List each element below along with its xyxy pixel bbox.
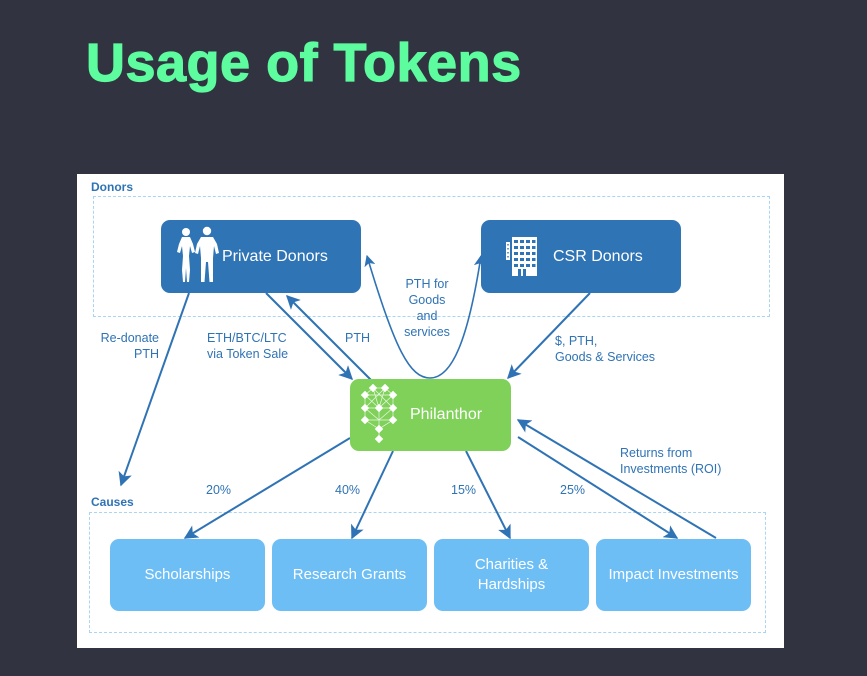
edge-label-research-share: 40% <box>335 483 361 497</box>
causes-group-label: Causes <box>91 495 134 509</box>
building-icon <box>506 237 537 276</box>
impact-investments-label: Impact Investments <box>608 566 739 583</box>
edge-label-impact-share: 25% <box>560 483 586 497</box>
donors-group-label: Donors <box>91 180 133 194</box>
slide-title: Usage of Tokens <box>85 32 522 93</box>
edge-label-charities-share: 15% <box>451 483 477 497</box>
charities-label-line2: Hardships <box>477 576 546 593</box>
csr-donors-label: CSR Donors <box>553 247 643 265</box>
private-donors-label: Private Donors <box>222 247 328 265</box>
node-scholarships[interactable]: Scholarships <box>110 539 265 611</box>
edge-label-pth: PTH <box>345 331 370 345</box>
scholarships-label: Scholarships <box>144 566 231 583</box>
node-csr-donors[interactable]: CSR Donors <box>481 220 681 293</box>
node-charities-hardships[interactable]: Charities & Hardships <box>434 539 589 611</box>
philanthor-label: Philanthor <box>410 406 483 423</box>
charities-label-line1: Charities & <box>474 556 549 573</box>
node-private-donors[interactable]: Private Donors <box>161 220 361 293</box>
edge-label-token-sale: ETH/BTC/LTC via Token Sale <box>207 331 289 361</box>
people-icon <box>177 226 219 282</box>
node-research-grants[interactable]: Research Grants <box>272 539 427 611</box>
edge-label-redonate: Re-donate PTH <box>100 331 159 361</box>
node-impact-investments[interactable]: Impact Investments <box>596 539 751 611</box>
edge-label-roi: Returns from Investments (ROI) <box>620 446 722 476</box>
causes-group-box <box>89 512 766 633</box>
edge-label-goods: PTH for Goods and services <box>404 277 450 339</box>
edge-label-csr: $, PTH, Goods & Services <box>555 334 656 364</box>
edge-label-scholarships-share: 20% <box>206 483 232 497</box>
research-grants-label: Research Grants <box>292 566 407 583</box>
node-philanthor[interactable]: Philanthor <box>350 379 511 451</box>
network-tree-icon <box>360 384 398 444</box>
